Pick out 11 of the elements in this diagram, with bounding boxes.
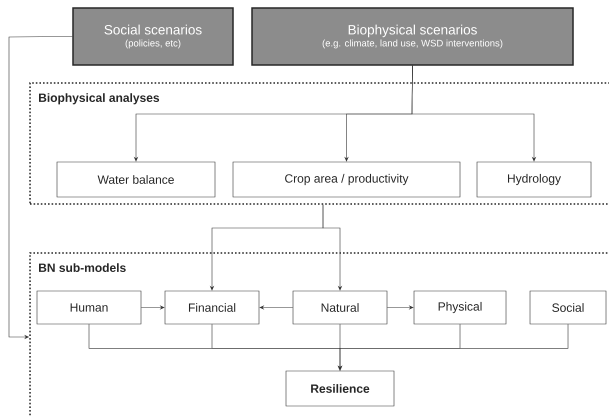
- process-box: Human: [36, 290, 142, 324]
- scenario-box: Social scenarios (policies, etc): [72, 7, 234, 66]
- result-box: Resilience: [286, 370, 394, 406]
- process-box: Financial: [164, 290, 260, 324]
- process-box: Natural: [292, 290, 388, 324]
- process-box: Social: [530, 290, 606, 324]
- process-box: Hydrology: [476, 162, 592, 198]
- scenario-box: Biophysical scenarios (e.g. climate, land use, WSD interventions): [251, 7, 574, 66]
- process-box: Physical: [414, 290, 506, 324]
- process-box: Water balance: [56, 162, 216, 198]
- process-box: Crop area / productivity: [232, 162, 460, 198]
